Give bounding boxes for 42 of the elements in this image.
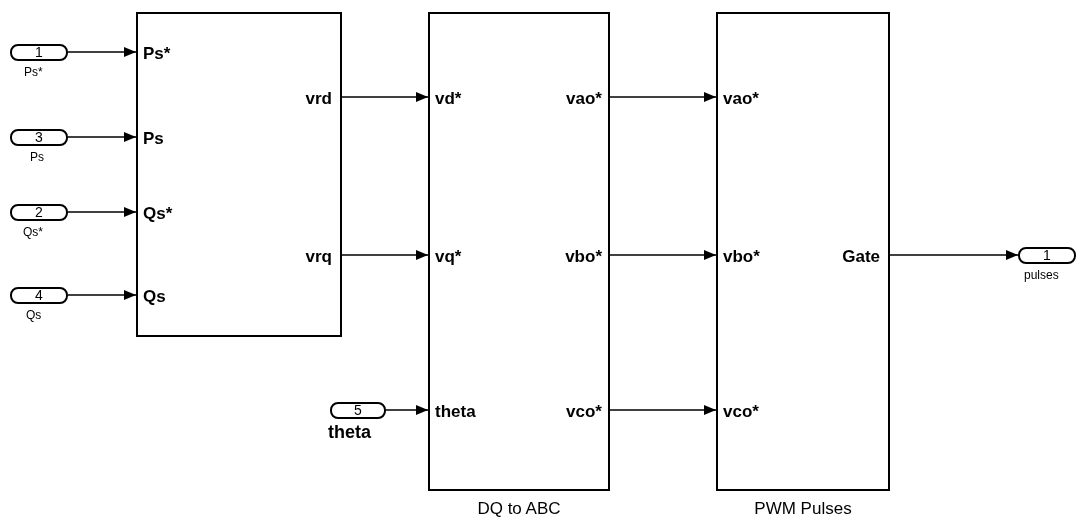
port-number: 1 — [34, 44, 44, 60]
port-label: vco* — [566, 403, 602, 421]
port-label: vd* — [435, 90, 462, 108]
port-label: Qs* — [143, 205, 173, 223]
port-number: 3 — [34, 129, 44, 145]
port-label: vao* — [723, 90, 759, 108]
port-label: vrq — [305, 248, 332, 266]
port-label: Ps — [143, 130, 164, 148]
port-label: vco* — [723, 403, 759, 421]
port-label: Gate — [842, 248, 880, 266]
signal-arrow — [67, 207, 137, 217]
port-label: vbo* — [565, 248, 602, 266]
port-name: Qs* — [23, 225, 43, 239]
signal-arrow — [609, 405, 717, 415]
port-name: theta — [328, 422, 371, 442]
signal-arrow — [67, 290, 137, 300]
port-label: vbo* — [723, 248, 760, 266]
port-number: 2 — [34, 204, 44, 220]
subsystem-block — [136, 12, 342, 337]
signal-arrow — [889, 250, 1019, 260]
port-name: Qs — [26, 308, 42, 322]
signal-arrow — [67, 47, 137, 57]
signal-arrow — [341, 250, 429, 260]
port-label: vrd — [305, 90, 332, 108]
block-title: PWM Pulses — [753, 500, 853, 518]
signal-arrow — [341, 92, 429, 102]
port-label: Ps* — [143, 45, 171, 63]
port-label: Qs — [143, 288, 166, 306]
signal-arrow — [609, 92, 717, 102]
port-label: vq* — [435, 248, 462, 266]
port-name: Ps* — [24, 65, 43, 79]
port-number: 5 — [353, 402, 363, 418]
block-title: DQ to ABC — [476, 500, 562, 518]
port-label: theta — [435, 403, 476, 421]
port-label: vao* — [566, 90, 602, 108]
port-number: 1 — [1042, 247, 1052, 263]
port-name: pulses — [1024, 268, 1059, 282]
port-name: Ps — [30, 150, 44, 164]
signal-arrow — [67, 132, 137, 142]
signal-arrow — [385, 405, 429, 415]
port-number: 4 — [34, 287, 44, 303]
signal-arrow — [609, 250, 717, 260]
